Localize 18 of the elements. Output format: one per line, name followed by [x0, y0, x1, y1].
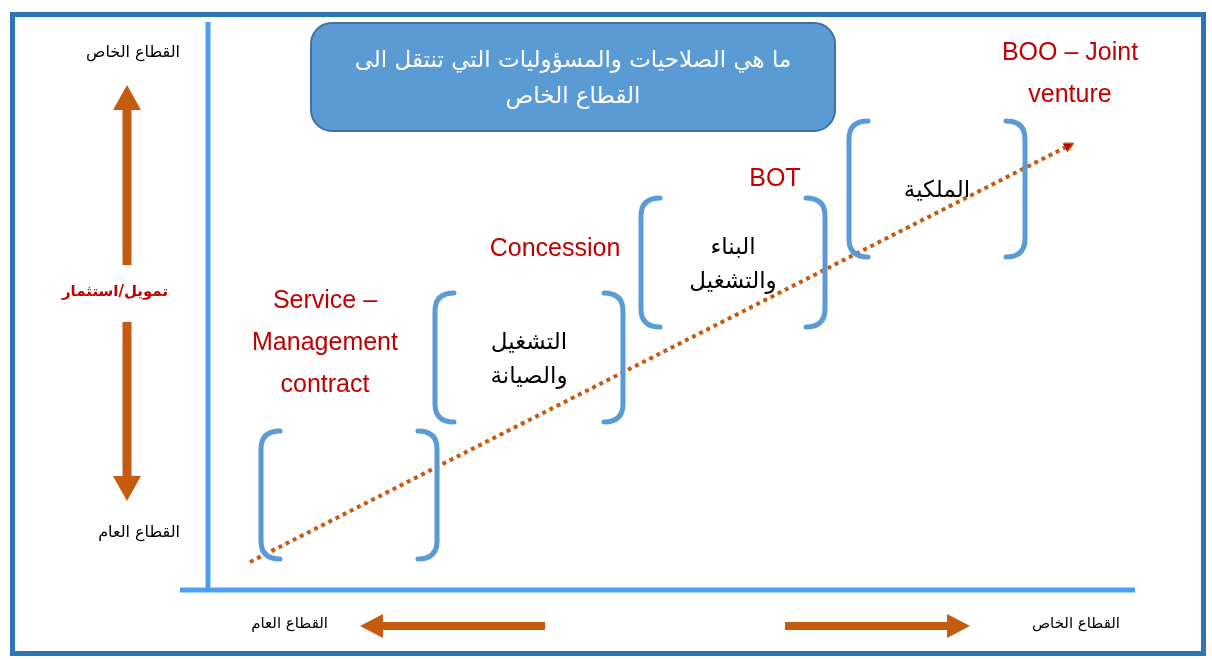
bracket-frame [258, 428, 440, 562]
axis-label: القطاع العام [97, 521, 180, 544]
model-label: Service – Management contract [251, 284, 399, 399]
axis-label: القطاع الخاص [1030, 613, 1120, 634]
bracket-frame [638, 195, 828, 330]
axis-label: تمويل/استثمار [60, 281, 170, 302]
model-label: BOT [748, 162, 802, 193]
bracket-frame [846, 118, 1028, 260]
title-text: ما هي الصلاحيات والمسؤوليات التي تنتقل الى القطاع الخاص [353, 45, 793, 111]
model-label: BOO – Joint venture [1000, 36, 1140, 109]
step-text: التشغيل والصيانة [489, 326, 569, 391]
bracket-frame [432, 290, 626, 425]
model-label: Concession [488, 232, 622, 263]
axis-label: القطاع الخاص [85, 41, 180, 64]
step-text: الملكية [902, 175, 972, 204]
axis-label: القطاع العام [250, 613, 328, 634]
title-box [310, 22, 836, 132]
step-text: البناء والتشغيل [688, 231, 778, 296]
